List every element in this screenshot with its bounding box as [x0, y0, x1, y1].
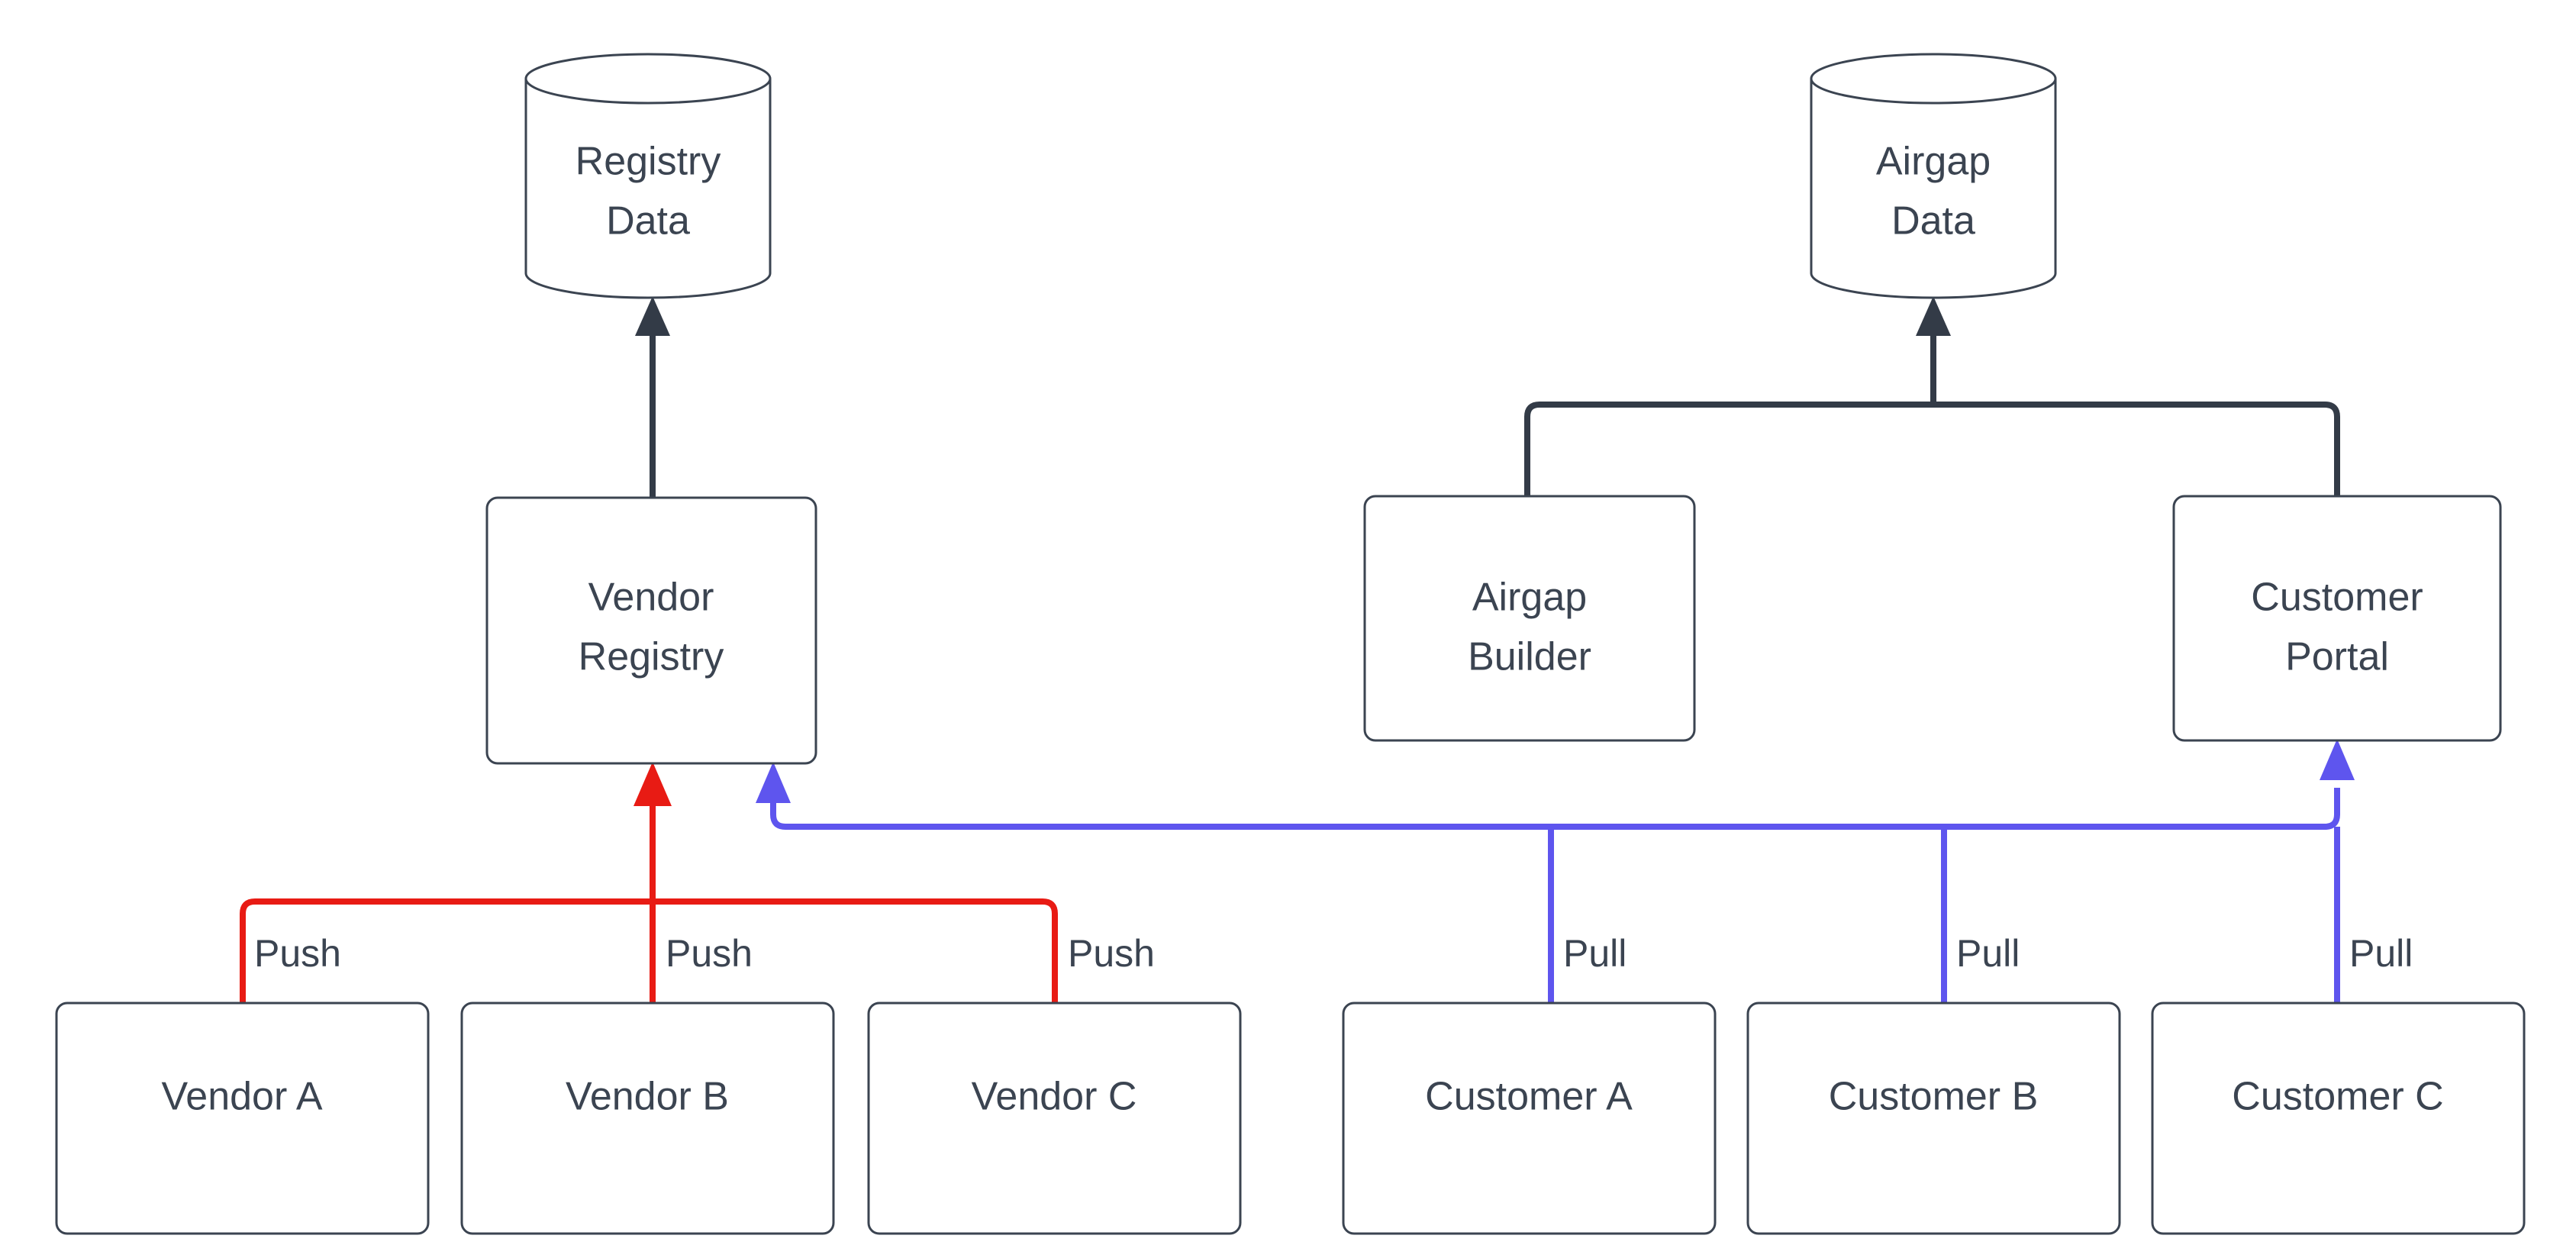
node-box: [1342, 1002, 1717, 1235]
node-label: Vendor C: [972, 1075, 1137, 1119]
cylinder-body: [524, 79, 772, 299]
node-box: [485, 496, 817, 765]
node-label-line1: Vendor: [588, 576, 714, 620]
node-vendor-registry[interactable]: Vendor Registry: [485, 496, 817, 765]
node-customer-a[interactable]: Customer A: [1342, 1002, 1717, 1235]
node-box: [460, 1002, 835, 1235]
edge-bus-outer: [240, 898, 1058, 1003]
node-vendor-c[interactable]: Vendor C: [867, 1002, 1242, 1235]
edge-label-pull-customer-a: Pull: [1563, 932, 1627, 975]
arrowhead-icon-customer-portal: [2320, 739, 2355, 780]
edge-vendor-registry-to-registry-data: [635, 296, 670, 498]
node-label: Customer C: [2232, 1075, 2443, 1119]
node-box: [55, 1002, 430, 1235]
node-box: [2151, 1002, 2526, 1235]
node-box: [867, 1002, 1242, 1235]
node-label-line2: Registry: [579, 635, 724, 679]
node-label: Customer A: [1425, 1075, 1633, 1119]
node-airgap-data[interactable]: Airgap Data: [1810, 53, 2057, 299]
node-label-line1: Registry: [575, 140, 721, 184]
node-label-line1: Airgap: [1876, 140, 1991, 184]
node-vendor-b[interactable]: Vendor B: [460, 1002, 835, 1235]
node-label-line2: Data: [606, 199, 690, 244]
node-label: Vendor A: [161, 1075, 322, 1119]
node-label-line2: Portal: [2285, 635, 2389, 679]
arrowhead-icon-vendor-registry: [756, 762, 791, 803]
node-airgap-builder[interactable]: Airgap Builder: [1363, 495, 1696, 742]
node-box: [1363, 495, 1696, 742]
node-label: Customer B: [1829, 1075, 2039, 1119]
arrowhead-icon: [1916, 296, 1951, 336]
edge-customers-pull: [756, 739, 2355, 1003]
node-customer-c[interactable]: Customer C: [2151, 1002, 2526, 1235]
edge-label-pull-customer-b: Pull: [1956, 932, 2020, 975]
node-label-line1: Customer: [2251, 576, 2423, 620]
edge-bus: [770, 788, 2340, 830]
cylinder-top-ellipse: [1810, 53, 2057, 105]
arrowhead-icon: [635, 296, 670, 336]
edge-services-to-airgap-data: [1524, 296, 2340, 496]
cylinder-top-ellipse: [524, 53, 772, 105]
edge-label-push-vendor-a: Push: [254, 932, 341, 975]
node-customer-portal[interactable]: Customer Portal: [2172, 495, 2502, 742]
node-registry-data[interactable]: Registry Data: [524, 53, 772, 299]
arrowhead-icon: [634, 762, 672, 806]
node-label: Vendor B: [566, 1075, 729, 1119]
node-label-line1: Airgap: [1472, 576, 1587, 620]
edge-label-push-vendor-b: Push: [666, 932, 753, 975]
node-customer-b[interactable]: Customer B: [1746, 1002, 2121, 1235]
edge-label-push-vendor-c: Push: [1068, 932, 1155, 975]
node-box: [2172, 495, 2502, 742]
cylinder-body: [1810, 79, 2057, 299]
edge-vendors-push-to-vendor-registry: [240, 762, 1058, 1003]
node-label-line2: Data: [1891, 199, 1975, 244]
edge-label-pull-customer-c: Pull: [2349, 932, 2413, 975]
node-label-line2: Builder: [1468, 635, 1591, 679]
edge-bracket: [1524, 402, 2340, 496]
node-vendor-a[interactable]: Vendor A: [55, 1002, 430, 1235]
node-box: [1746, 1002, 2121, 1235]
